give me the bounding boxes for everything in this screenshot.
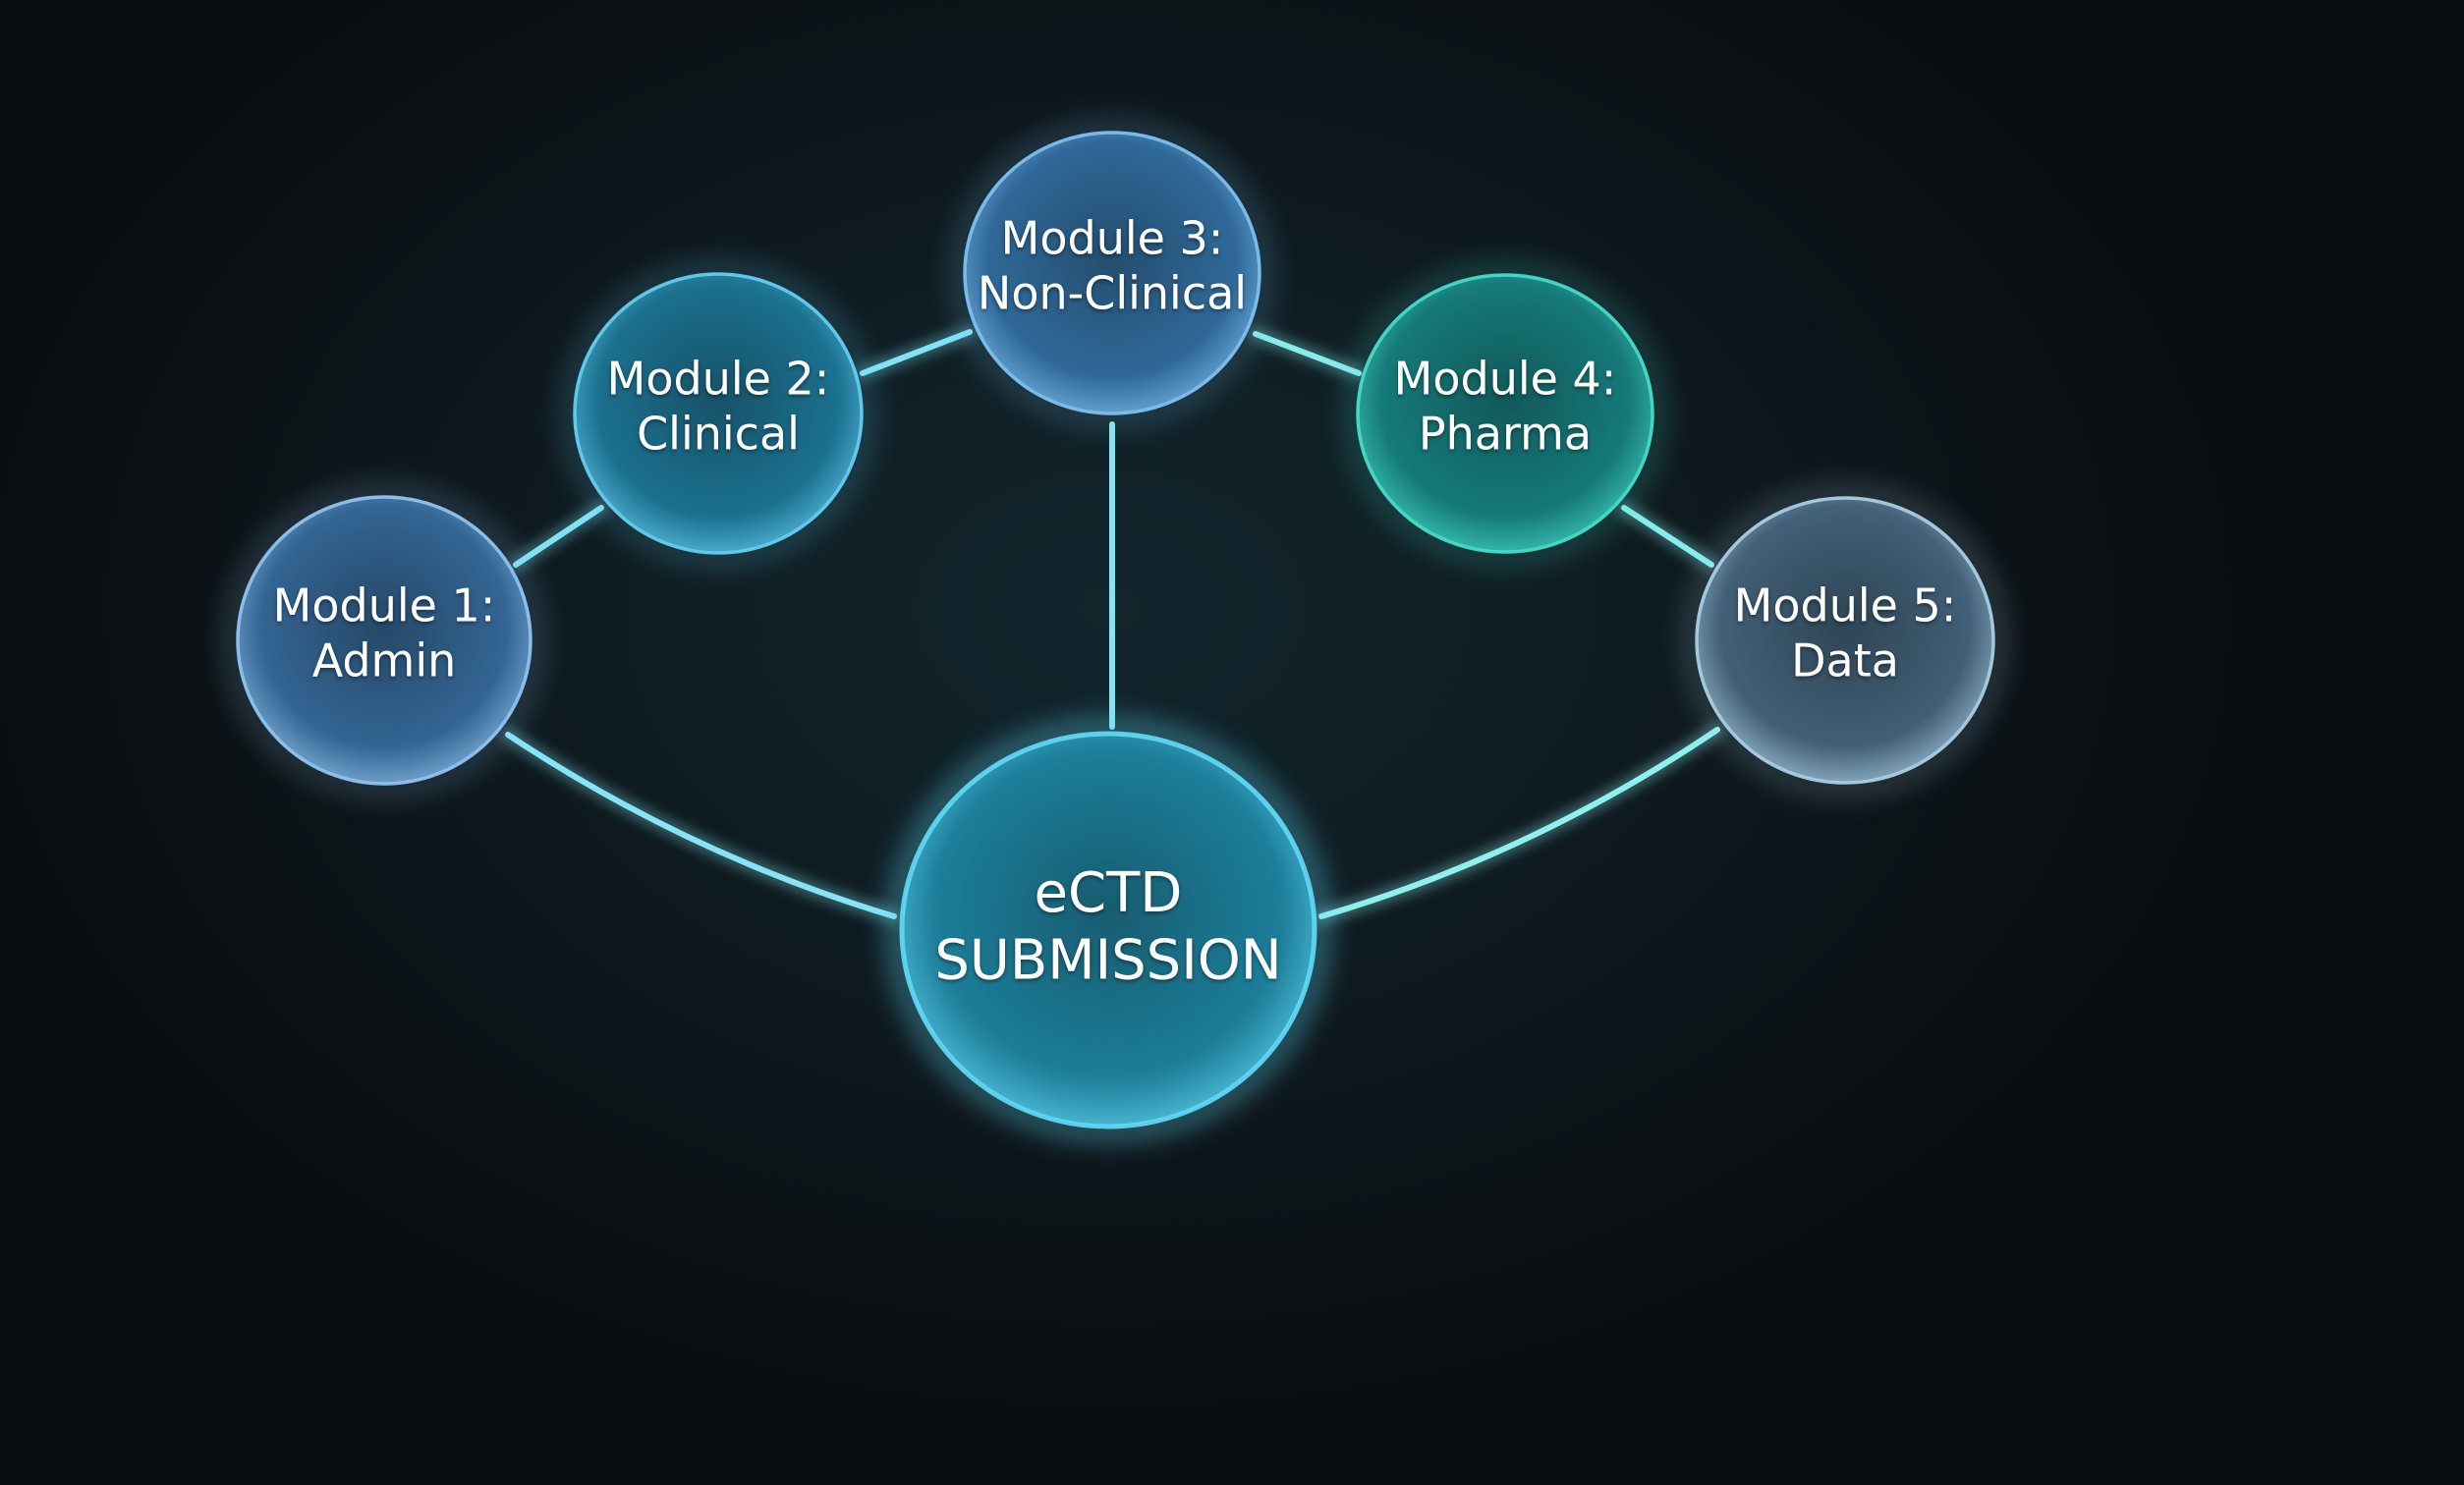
edge-line [1253, 331, 1362, 376]
edge-m1-to-ectd [500, 727, 902, 924]
node-m1[interactable]: Module 1:Admin [228, 487, 540, 794]
node-rim [899, 731, 1317, 1129]
edge-line [860, 329, 973, 376]
node-glow [228, 487, 540, 794]
node-m2[interactable]: Module 2:Clinical [565, 264, 871, 563]
node-label-subtitle: Clinical [637, 408, 800, 461]
node-label-title: Module 5: [1734, 578, 1957, 632]
node-label-title: Module 1: [273, 578, 496, 632]
node-glow [889, 721, 1327, 1139]
node-label-subtitle: Admin [312, 634, 457, 688]
node-m4[interactable]: Module 4:Pharma [1348, 265, 1662, 562]
node-label-subtitle: Pharma [1419, 408, 1592, 461]
node-body [965, 133, 1260, 413]
node-glow [565, 264, 871, 563]
node-m5[interactable]: Module 5:Data [1687, 488, 2003, 793]
node-rim [963, 131, 1261, 415]
node-label-title: Module 3: [1001, 211, 1224, 264]
node-body [902, 734, 1315, 1127]
node-body [1697, 498, 1993, 783]
node-body [575, 274, 862, 553]
node-glow [1348, 265, 1662, 562]
edge-m1-to-m2 [508, 500, 609, 573]
node-rim [573, 272, 864, 555]
node-rim [236, 495, 532, 786]
node-glow [955, 123, 1269, 423]
edge-glow [500, 727, 902, 924]
edge-m3-to-m4 [1248, 326, 1367, 381]
node-label-subtitle: Non-Clinical [978, 267, 1247, 320]
edge-glow [1314, 722, 1725, 924]
node-body [1358, 275, 1652, 552]
node-glow [1687, 488, 2003, 793]
edge-m4-to-m5 [1616, 500, 1719, 573]
node-label-subtitle: SUBMISSION [934, 928, 1281, 992]
node-m3[interactable]: Module 3:Non-Clinical [955, 123, 1269, 423]
edge-line [1621, 505, 1714, 568]
edge-line [513, 505, 604, 568]
edge-m2-to-m3 [855, 324, 978, 381]
node-label-title: Module 2: [607, 352, 830, 405]
node-rim [1356, 273, 1654, 554]
node-label-title: Module 4: [1394, 352, 1617, 405]
edge-line [505, 732, 897, 919]
edges-layer [500, 324, 1725, 924]
node-rim [1695, 496, 1995, 785]
node-body [238, 497, 531, 784]
edge-ectd-to-m5 [1314, 722, 1725, 924]
edge-line [1318, 727, 1720, 919]
node-label-title: eCTD [1035, 861, 1183, 925]
node-label-subtitle: Data [1791, 634, 1899, 688]
